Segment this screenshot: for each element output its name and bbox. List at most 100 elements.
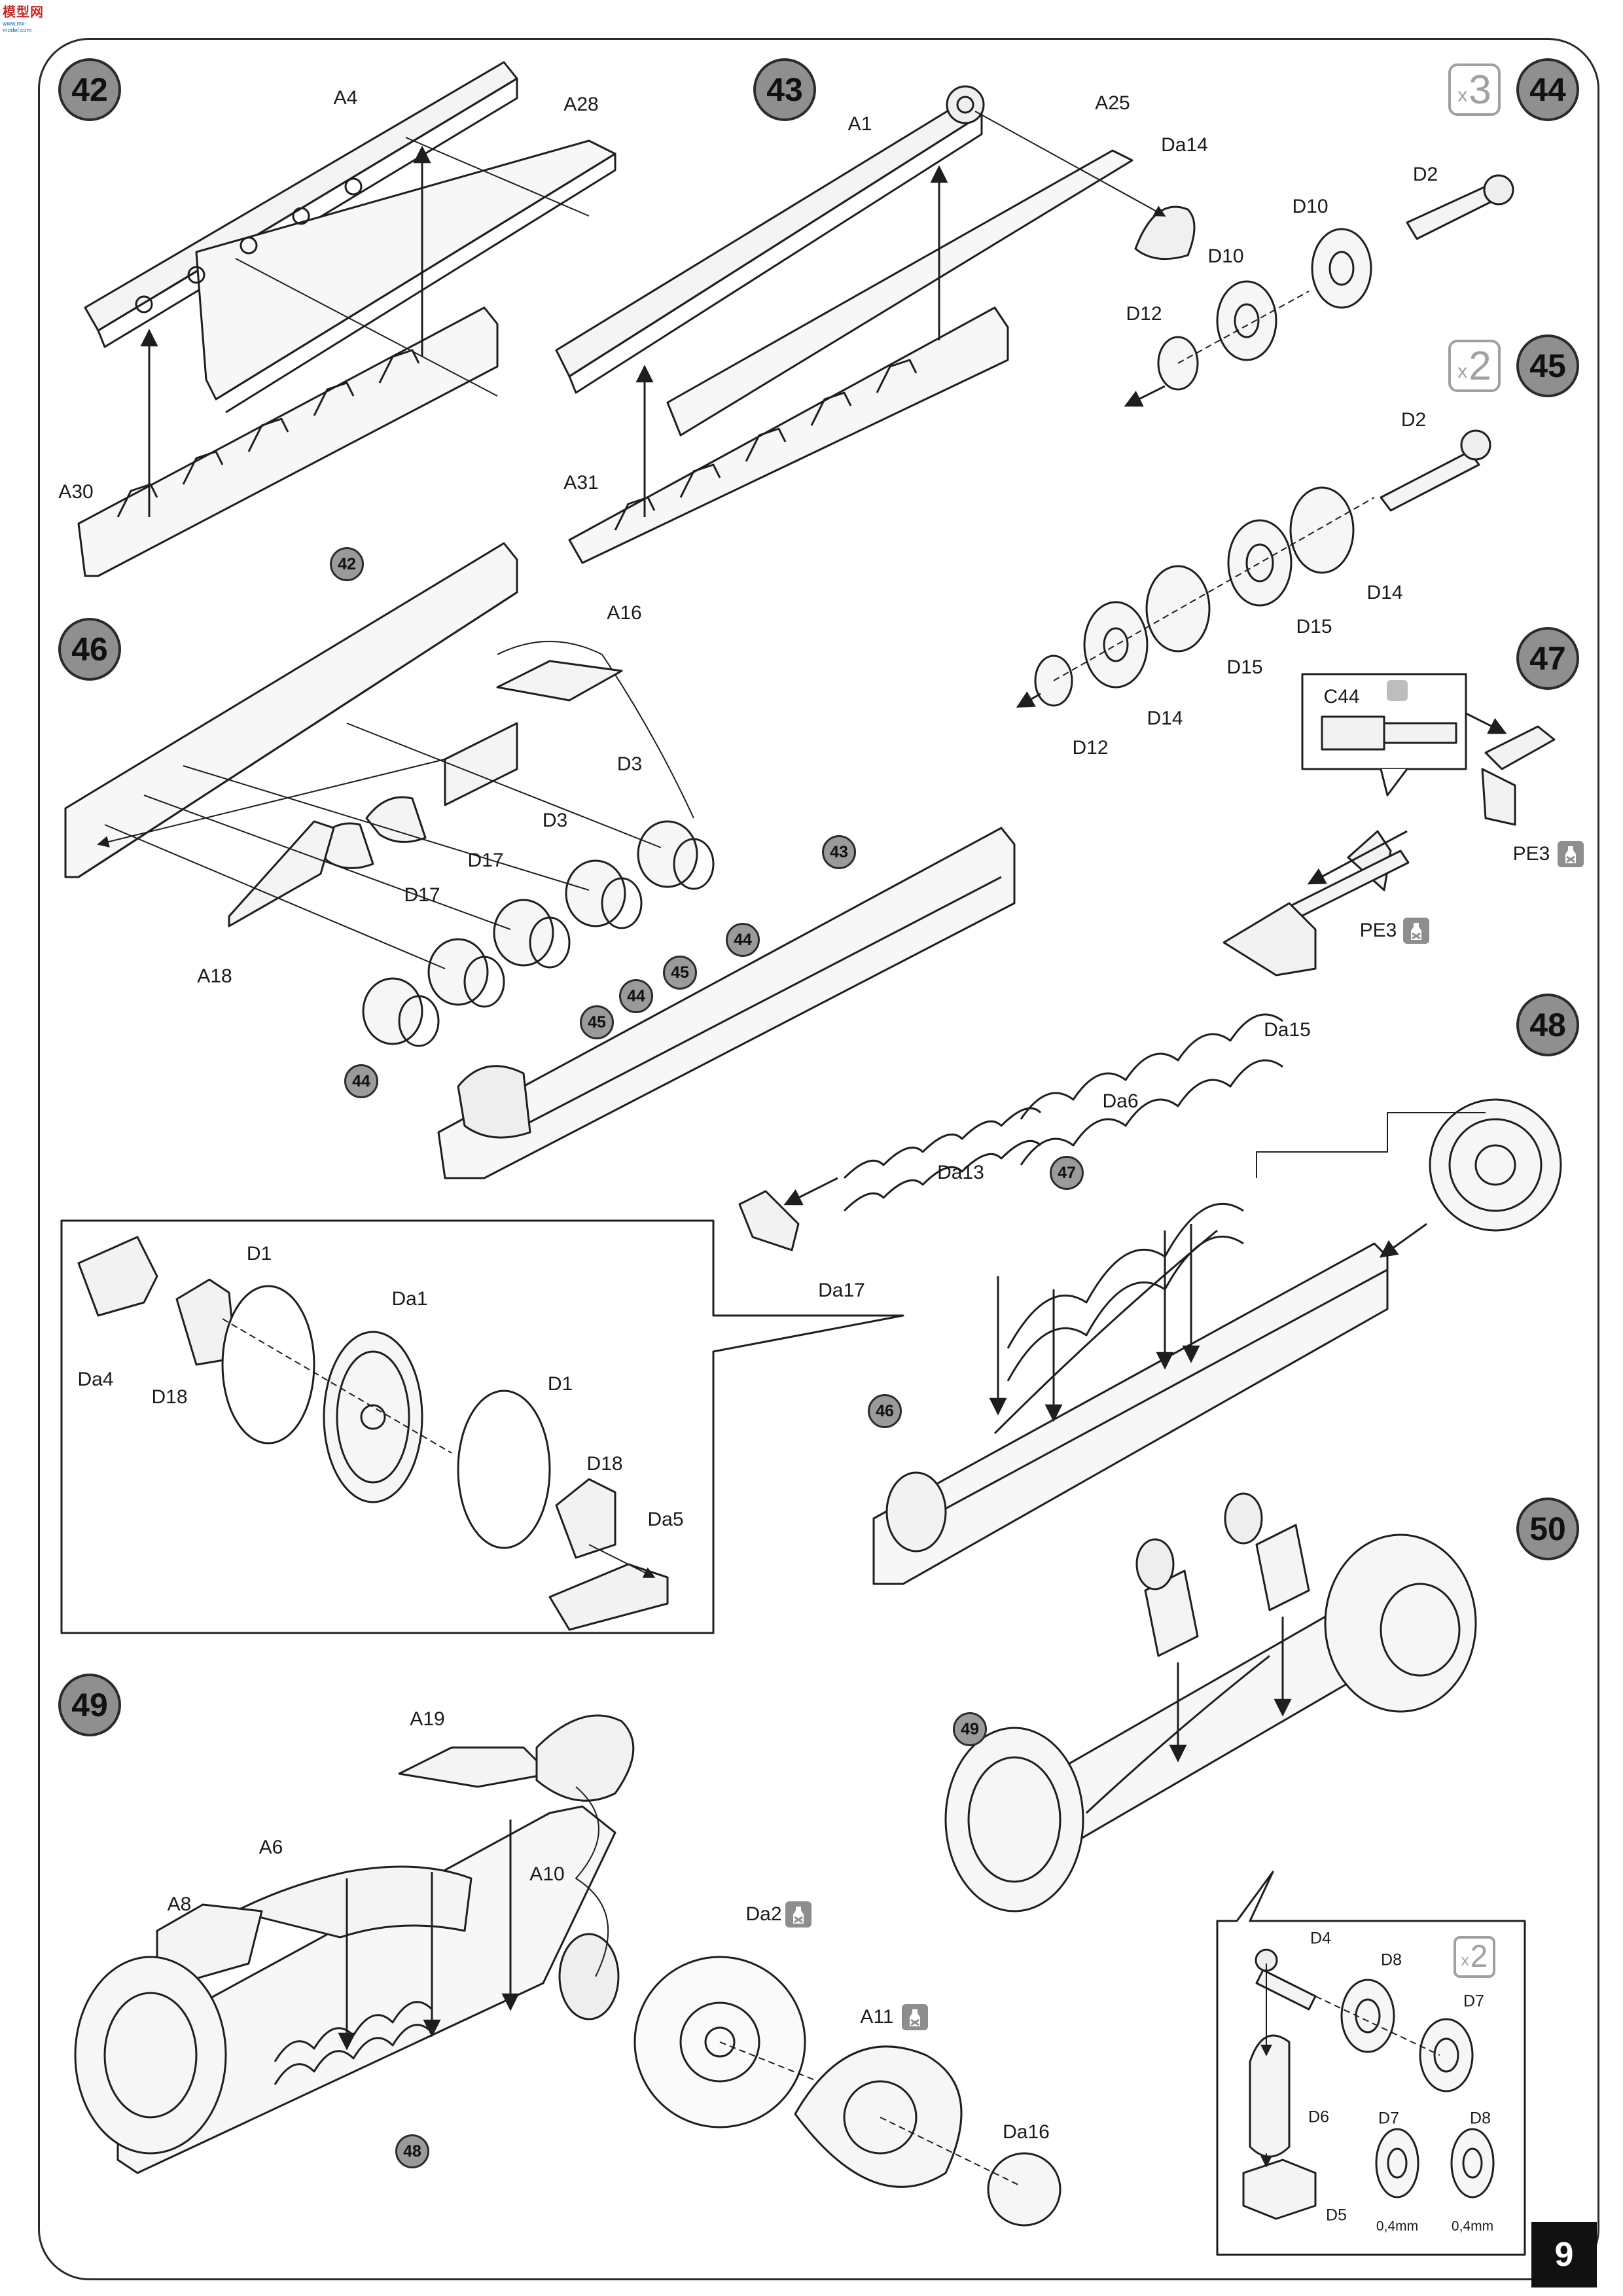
part-label-d18: D18: [151, 1386, 188, 1408]
part-label-a6: A6: [259, 1837, 283, 1858]
step42-drawing: [77, 61, 616, 577]
part-label-da5: Da5: [647, 1509, 684, 1530]
step-badge-45: 45: [1516, 334, 1579, 397]
cement-icon: [785, 1901, 812, 1928]
part-label-d17: D17: [404, 884, 440, 906]
part-label-a4: A4: [333, 87, 358, 109]
logo-text: 模型网: [3, 5, 44, 20]
ref-badge-45: 45: [663, 956, 697, 990]
part-label-d1: D1: [547, 1373, 573, 1395]
part-label-d12: D12: [1126, 303, 1162, 325]
ref-badge-45: 45: [580, 1005, 614, 1039]
multiplier-count: 3: [1469, 67, 1491, 113]
ref-badge-44: 44: [726, 923, 760, 957]
part-label-d3: D3: [616, 753, 643, 775]
part-label-d14: D14: [1147, 708, 1183, 729]
part-label-da15: Da15: [1264, 1019, 1311, 1041]
site-logo: 模型网 www.mx-model.com: [3, 1, 46, 33]
step44-drawing: [1124, 174, 1514, 407]
part-label-a1: A1: [847, 113, 872, 135]
detail-box-drawing: [60, 1219, 904, 1634]
ref-badge-49: 49: [953, 1712, 987, 1746]
step50-drawing: [944, 1492, 1477, 1912]
step43-drawing: [555, 85, 1196, 564]
ref-badge-48: 48: [395, 2134, 429, 2168]
part-label-a19: A19: [410, 1708, 445, 1730]
multiplier-x: x: [1457, 84, 1468, 106]
part-label-d10: D10: [1292, 196, 1329, 217]
part-label-d6: D6: [1308, 2108, 1329, 2126]
part-label-da17: Da17: [818, 1280, 865, 1301]
cement-icon: [902, 2004, 928, 2030]
thickness-label: 0,4mm: [1451, 2219, 1494, 2234]
part-label-a25: A25: [1095, 92, 1130, 114]
part-label-d15: D15: [1226, 656, 1263, 678]
part-label-d5: D5: [1326, 2206, 1347, 2225]
part-label-d17: D17: [467, 850, 504, 871]
part-label-d3: D3: [542, 810, 568, 831]
page-frame: [38, 38, 1599, 2280]
cement-icon: [1558, 841, 1584, 867]
part-label-d4: D4: [1310, 1929, 1331, 1948]
step-badge-46: 46: [58, 618, 121, 681]
step-badge-43: 43: [753, 58, 816, 121]
part-label-d2: D2: [1400, 409, 1427, 431]
multiplier-count: 2: [1469, 344, 1491, 389]
part-label-a31: A31: [563, 472, 599, 493]
step-badge-42: 42: [58, 58, 121, 121]
step48-drawing: [872, 1098, 1562, 1585]
sub-box-drawing: [1216, 1871, 1526, 2256]
part-label-da14: Da14: [1161, 134, 1208, 156]
ref-badge-46: 46: [868, 1394, 902, 1428]
part-label-a8: A8: [167, 1893, 192, 1915]
multiplier-x: x: [1457, 361, 1468, 382]
part-label-da6: Da6: [1102, 1090, 1139, 1112]
step46-drawing: [64, 542, 1016, 1179]
part-label-c44: C44: [1323, 686, 1360, 708]
part-label-d7: D7: [1463, 1992, 1484, 2011]
part-label-a28: A28: [563, 94, 599, 115]
part-label-a16: A16: [607, 602, 642, 624]
part-label-d8: D8: [1381, 1950, 1402, 1969]
ref-badge-44: 44: [344, 1064, 378, 1098]
part-label-pe3: PE3: [1359, 920, 1397, 941]
step-badge-48: 48: [1516, 994, 1579, 1056]
cement-icon: [1403, 918, 1429, 944]
part-label-d7: D7: [1378, 2109, 1399, 2128]
part-label-a30: A30: [58, 481, 94, 503]
step-badge-50: 50: [1516, 1498, 1579, 1560]
ref-badge-43: 43: [822, 835, 856, 869]
part-label-a18: A18: [197, 965, 232, 987]
step-badge-49: 49: [58, 1674, 121, 1736]
part-label-da13: Da13: [937, 1162, 984, 1183]
part-label-d14: D14: [1366, 582, 1403, 603]
part-label-d12: D12: [1072, 737, 1109, 759]
part-label-d8: D8: [1470, 2109, 1491, 2128]
part-label-d2: D2: [1412, 164, 1438, 185]
part-label-a10: A10: [529, 1863, 565, 1885]
part-label-da4: Da4: [77, 1369, 114, 1390]
page-number: 9: [1531, 2222, 1597, 2287]
part-label-da2: Da2: [745, 1903, 782, 1925]
ref-badge-47: 47: [1050, 1156, 1084, 1190]
part-label-pe3: PE3: [1512, 843, 1550, 865]
multiplier-x: x: [1461, 1952, 1469, 1969]
ref-badge-44: 44: [619, 979, 653, 1013]
part-label-d1: D1: [246, 1243, 272, 1265]
part-label-d10: D10: [1207, 245, 1244, 267]
step45-drawing: [1016, 429, 1491, 708]
step-badge-47: 47: [1516, 627, 1579, 690]
logo-url: www.mx-model.com: [3, 20, 32, 33]
part-label-d18: D18: [586, 1453, 623, 1475]
part-label-a11: A11: [860, 2006, 894, 2028]
step49-drawing: [74, 1714, 1061, 2227]
thickness-label: 0,4mm: [1376, 2219, 1419, 2234]
part-label-da1: Da1: [391, 1288, 428, 1310]
part-label-d15: D15: [1296, 616, 1332, 637]
step47-drawing: [738, 673, 1556, 1251]
paint-icon: [1387, 680, 1408, 701]
